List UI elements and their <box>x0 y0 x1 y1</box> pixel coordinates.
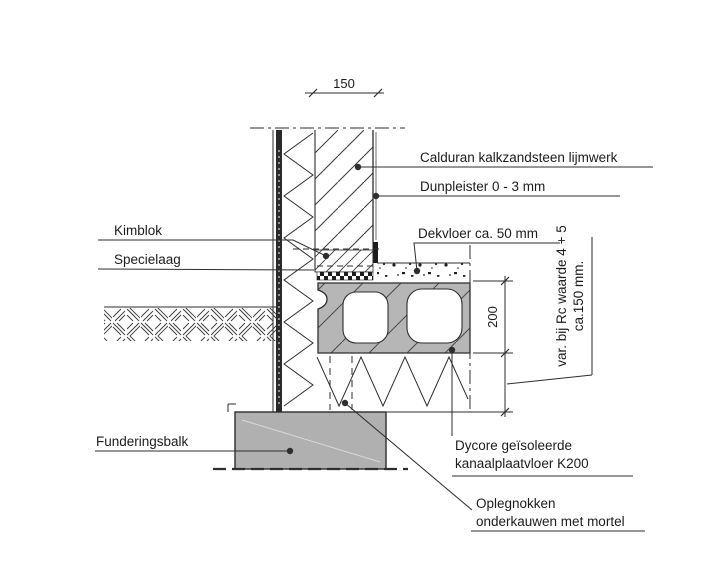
label-kimblok: Kimblok <box>114 223 162 238</box>
label-dycore-line1: Dycore geïsoleerde <box>455 438 572 453</box>
foundation-beam <box>213 403 408 471</box>
label-rc-line2: ca.150 mm. <box>571 261 586 332</box>
label-rc-line1: var. bij Rc waarde 4 + 5 <box>554 225 569 366</box>
dunpleister-edge <box>372 242 378 263</box>
label-funderingsbalk: Funderingsbalk <box>96 434 189 449</box>
kalkzandsteen-leaf <box>315 130 373 250</box>
dim-wall-width: 150 <box>333 76 355 91</box>
dimension-200: 200 <box>386 276 513 417</box>
leader-lines <box>95 166 653 532</box>
ground-soil <box>104 306 276 341</box>
dimension-150: 150 <box>305 76 384 98</box>
label-oplegnokken-line1: Oplegnokken <box>476 496 556 511</box>
cavity-wall <box>272 130 380 412</box>
kimblok-block <box>314 249 374 273</box>
hollow-core-1 <box>342 291 389 344</box>
dekvloer-screed <box>377 262 470 283</box>
label-dunpleister: Dunpleister 0 - 3 mm <box>420 179 545 194</box>
specielaag-band <box>316 271 374 281</box>
label-dycore-line2: kanaalplaatvloer K200 <box>455 456 589 471</box>
label-calduran: Calduran kalkzandsteen lijmwerk <box>420 150 618 165</box>
label-dekvloer: Dekvloer ca. 50 mm <box>418 226 538 241</box>
hollow-core-2 <box>406 288 463 344</box>
leader-dots <box>286 163 456 455</box>
label-specielaag: Specielaag <box>114 252 181 267</box>
under-slab-insulation <box>316 355 469 410</box>
dim-slab-height: 200 <box>485 306 500 328</box>
kanaalplaatvloer-slab <box>317 282 471 354</box>
label-oplegnokken-line2: onderkauwen met mortel <box>476 514 625 529</box>
rc-note: var. bij Rc waarde 4 + 5 ca.150 mm. <box>506 225 593 385</box>
